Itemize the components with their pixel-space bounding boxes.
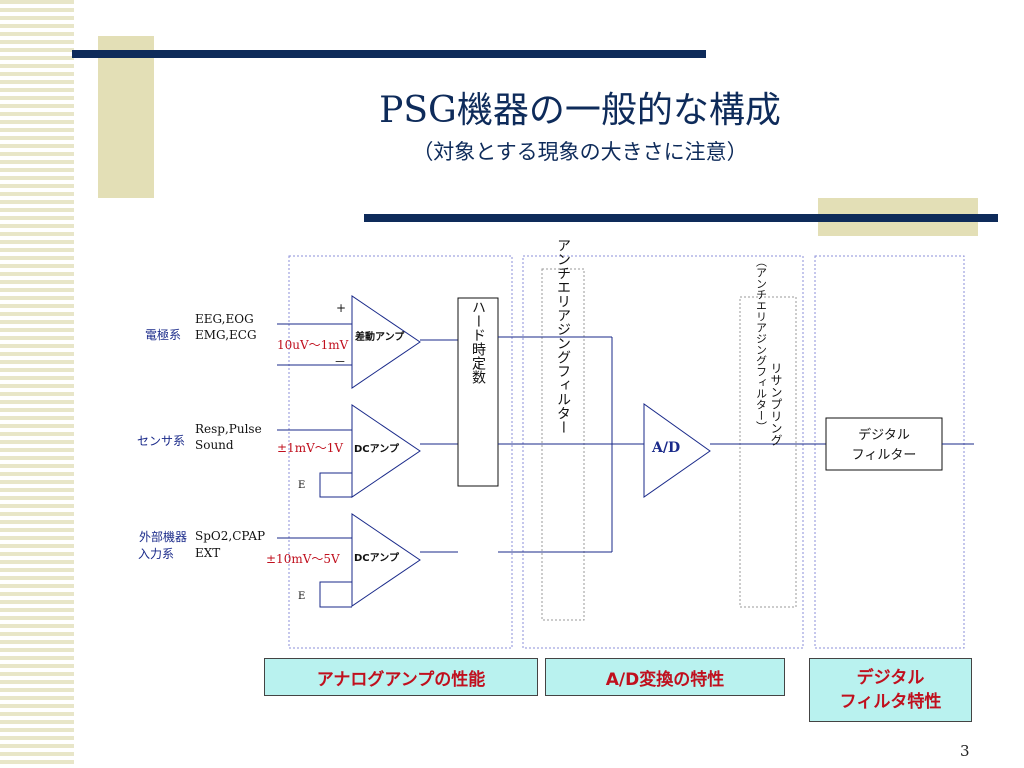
digital-filter-char-line1: デジタル: [856, 668, 925, 688]
group-label-external-1: 外部機器: [139, 529, 187, 544]
ground-label-2: E: [298, 480, 305, 491]
ad-label: A/D: [651, 440, 680, 456]
digital-region: [814, 255, 965, 649]
slide-subtitle: （対象とする現象の大きさに注意）: [412, 140, 748, 164]
ad-converter: [643, 403, 711, 498]
dc-amp-1-label: DCアンプ: [354, 442, 400, 455]
range-label-3: ±10mV～5V: [266, 552, 340, 566]
plus-sign: +: [336, 301, 346, 315]
signal-label-3b: EXT: [195, 546, 220, 560]
range-label-1: 10uV～1mV: [277, 338, 349, 352]
resampling-label: リサンプリング: [769, 362, 783, 446]
group-label-sensor: センサ系: [137, 434, 185, 448]
analog-performance-label: アナログアンプの性能: [264, 658, 538, 696]
hard-timeconstant-label: ハード時定数: [470, 300, 486, 384]
digital-filter-char-line2: フィルタ特性: [839, 692, 942, 712]
slide-title: PSG機器の一般的な構成: [379, 90, 781, 131]
tan-block-top: [98, 36, 154, 198]
differential-amp: [351, 295, 421, 389]
signal-label-2b: Sound: [195, 438, 234, 452]
ground-line-2: [319, 472, 352, 498]
digital-filter-line2: フィルター: [852, 448, 917, 463]
differential-amp-label: 差動アンプ: [355, 330, 405, 343]
bottom-rule: [364, 214, 998, 222]
dc-amp-2-label: DCアンプ: [354, 551, 400, 564]
dc-amp-1: [351, 404, 421, 498]
ground-label-3: E: [298, 591, 305, 602]
ad-region: [522, 255, 804, 649]
digital-filter-line1: デジタル: [858, 427, 910, 443]
signal-label-1a: EEG,EOG: [195, 312, 254, 326]
resampling-box: [739, 296, 797, 608]
top-rule: [72, 50, 706, 58]
ad-characteristics-label: A/D変換の特性: [545, 658, 785, 696]
minus-sign: －: [334, 355, 346, 369]
group-label-electrode: 電極系: [145, 327, 181, 342]
page-number: 3: [960, 742, 970, 760]
dc-amp-2: [351, 513, 421, 607]
analog-region: [288, 255, 513, 649]
signal-label-2a: Resp,Pulse: [195, 422, 262, 436]
group-label-external-2: 入力系: [138, 547, 174, 561]
digital-filter-characteristics-label: デジタル フィルタ特性: [809, 658, 972, 722]
hard-timeconstant-box: [457, 297, 499, 487]
resampling-sub-label: （アンチエリアジングフィルター）: [755, 256, 768, 432]
range-label-2: ±1mV～1V: [277, 441, 343, 455]
signal-label-1b: EMG,ECG: [195, 328, 257, 342]
signal-label-3a: SpO2,CPAP: [195, 529, 265, 543]
ground-line-3: [319, 581, 352, 608]
left-stripe-decoration: [0, 0, 74, 768]
anti-alias-label: アンチエリアジングフィルター: [555, 238, 571, 434]
